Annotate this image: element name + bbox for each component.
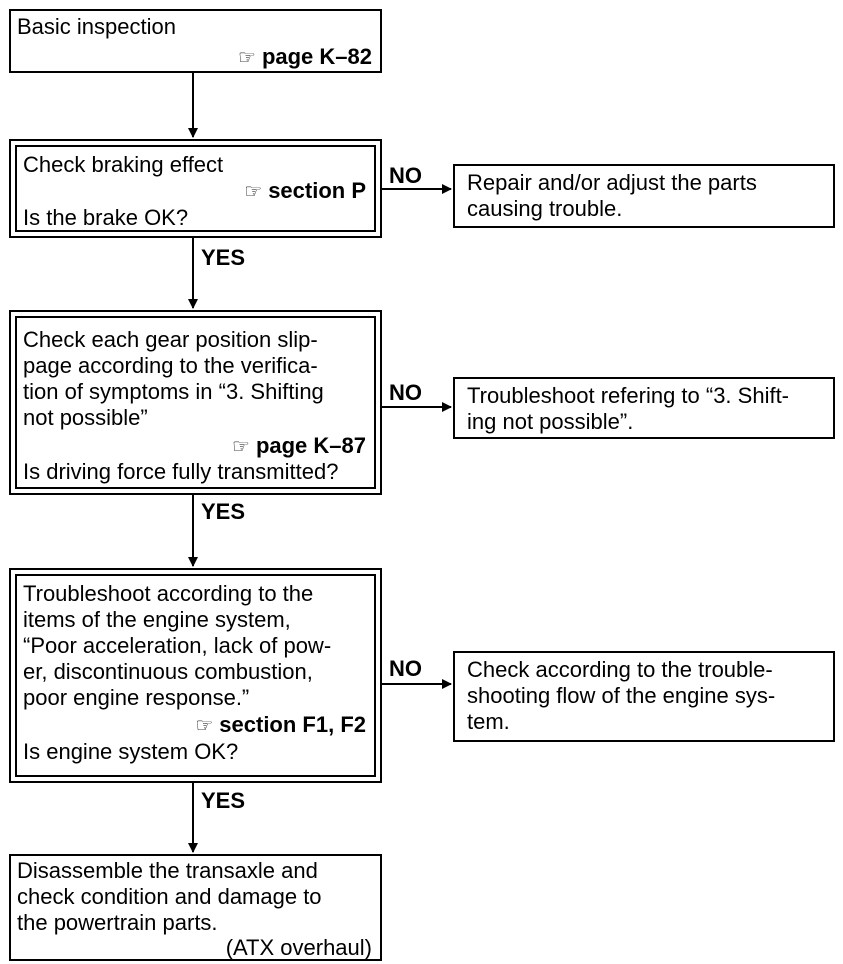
step-engine-question: Is engine system OK? [23, 739, 239, 764]
step-basic-ref-text: page K–82 [261, 44, 372, 69]
yes-label-braking: YES [201, 245, 246, 270]
pointing-hand-icon: ☞ [195, 715, 214, 737]
pointing-hand-icon: ☞ [244, 181, 263, 203]
step-basic-inspection: Basic inspection ☞page K–82 [9, 9, 382, 73]
step-braking-check: Check braking effect ☞section P Is the b… [9, 139, 382, 238]
result-engine-no: Check according to the trouble- shooting… [453, 651, 835, 742]
step-engine-line-1: Troubleshoot according to the [23, 581, 314, 606]
step-gear-line-2: page according to the verifica- [23, 353, 318, 378]
yes-label-gear: YES [201, 499, 246, 524]
step-gear-check: Check each gear position slip- page acco… [9, 310, 382, 495]
result-gear-no: Troubleshoot refering to “3. Shift- ing … [453, 377, 835, 439]
no-label-braking: NO [389, 163, 422, 188]
step-engine-line-2: items of the engine system, [23, 607, 291, 632]
no-label-engine: NO [389, 656, 422, 681]
step-gear-line-1: Check each gear position slip- [23, 327, 318, 352]
result-engine-line-2: shooting flow of the engine sys- [467, 683, 776, 708]
result-braking-no: Repair and/or adjust the parts causing t… [453, 164, 835, 228]
step-gear-ref-text: page K–87 [255, 433, 366, 458]
step-braking-reference: ☞section P [244, 177, 366, 206]
result-gear-line-1: Troubleshoot refering to “3. Shift- [467, 383, 790, 408]
step-basic-text: Basic inspection [17, 14, 176, 39]
result-engine-line-3: tem. [467, 709, 510, 734]
step-engine-ref-text: section F1, F2 [219, 712, 366, 737]
step-engine-reference: ☞section F1, F2 [195, 711, 366, 740]
pointing-hand-icon: ☞ [238, 47, 256, 69]
step-engine-line-5: poor engine response.” [23, 685, 250, 710]
no-label-gear: NO [389, 380, 422, 405]
step-basic-reference: ☞page K–82 [238, 43, 372, 72]
step-braking-ref-text: section P [268, 178, 366, 203]
step-final-line-1: Disassemble the transaxle and [17, 858, 318, 883]
step-disassemble-transaxle: Disassemble the transaxle and check cond… [9, 854, 382, 961]
step-final-note: (ATX overhaul) [225, 935, 372, 960]
result-braking-line-1: Repair and/or adjust the parts [467, 170, 757, 195]
result-braking-line-2: causing trouble. [467, 196, 623, 221]
step-engine-check: Troubleshoot according to the items of t… [9, 568, 382, 783]
step-braking-question: Is the brake OK? [23, 205, 189, 230]
step-gear-question: Is driving force fully transmitted? [23, 459, 339, 484]
step-gear-reference: ☞page K–87 [232, 432, 366, 461]
step-final-line-2: check condition and damage to [17, 884, 322, 909]
step-engine-line-4: er, discontinuous combustion, [23, 659, 313, 684]
yes-label-engine: YES [201, 788, 246, 813]
result-gear-line-2: ing not possible”. [467, 409, 634, 434]
step-braking-text: Check braking effect [23, 152, 224, 177]
step-gear-line-4: not possible” [23, 405, 148, 430]
result-engine-line-1: Check according to the trouble- [467, 657, 773, 682]
pointing-hand-icon: ☞ [232, 436, 250, 458]
step-engine-line-3: “Poor acceleration, lack of pow- [23, 633, 332, 658]
step-final-line-3: the powertrain parts. [17, 910, 218, 935]
step-gear-line-3: tion of symptoms in “3. Shifting [23, 379, 324, 404]
